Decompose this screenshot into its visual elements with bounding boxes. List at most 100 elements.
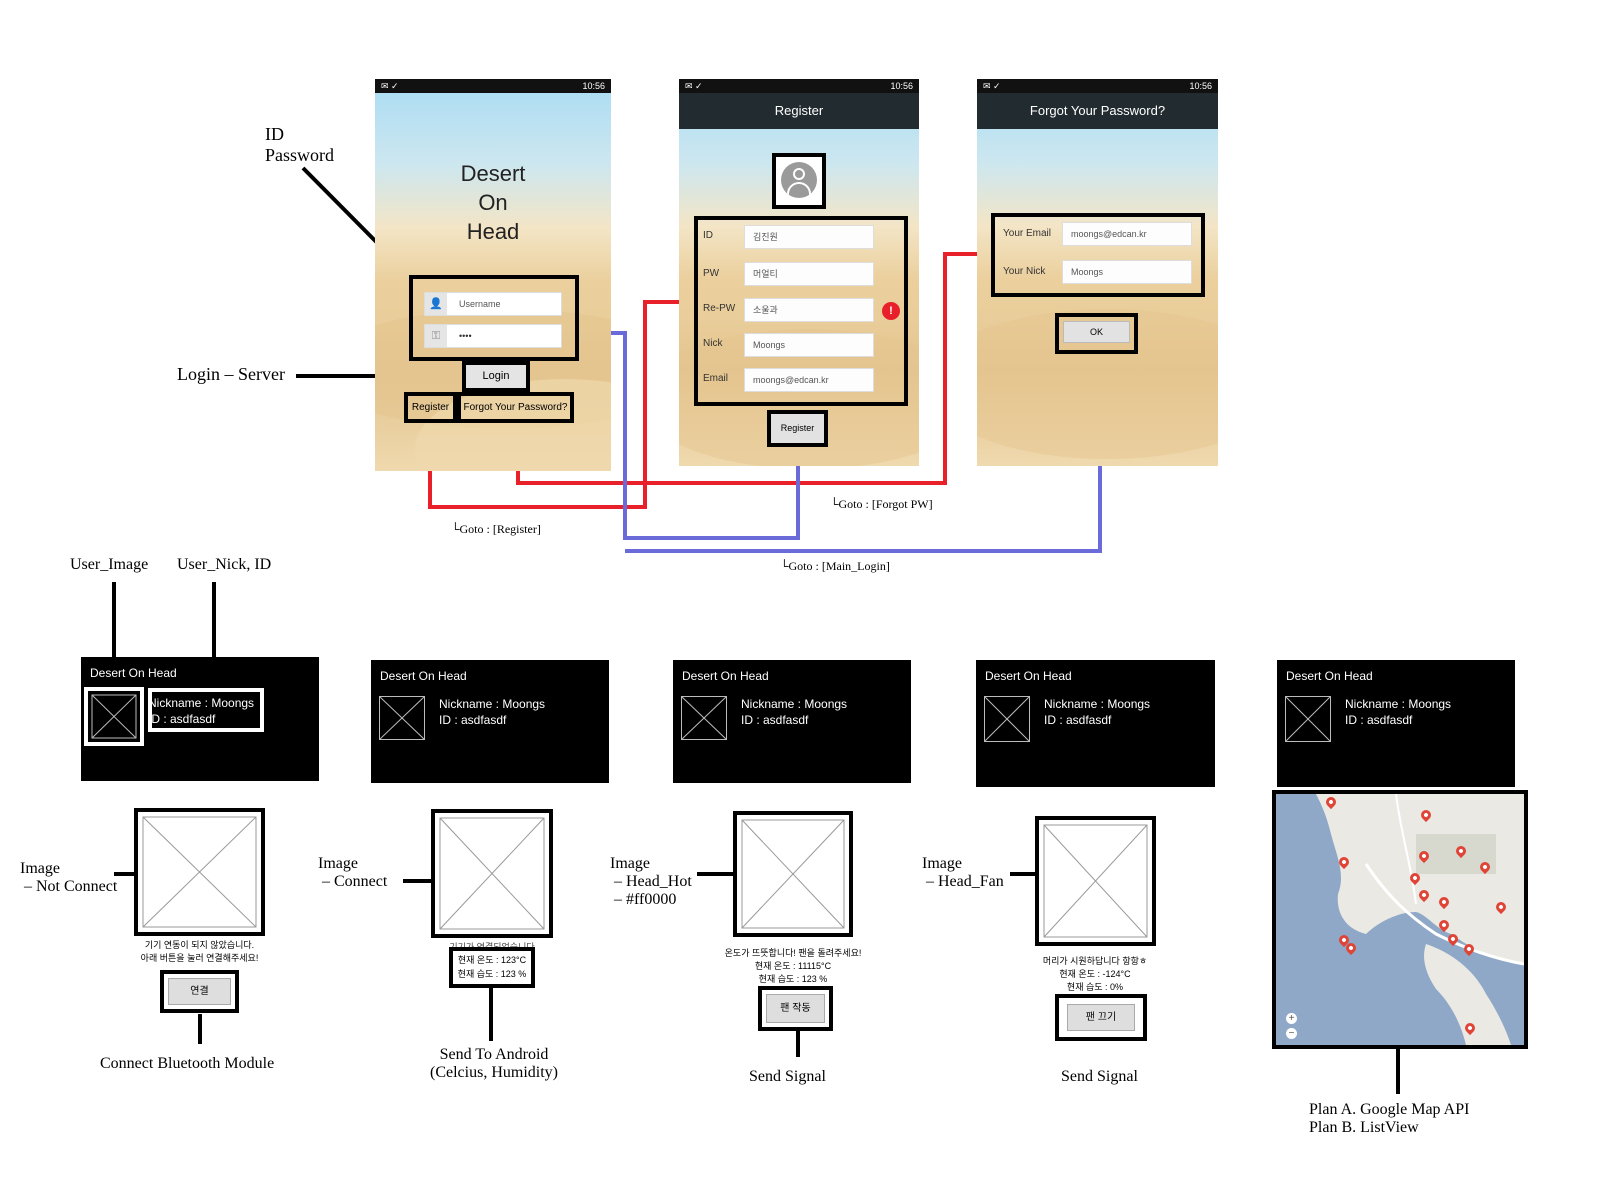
device-image-placeholder	[439, 817, 545, 930]
user-image-placeholder	[984, 696, 1030, 742]
user-image-highlight	[84, 687, 144, 746]
notification-icons: ✉ ✓	[381, 81, 399, 91]
hot-message: 온도가 뜨뜻합니다! 팬을 돌려주세요!	[724, 948, 862, 958]
nick-input[interactable]: Moongs	[744, 333, 874, 357]
device-image-frame	[1035, 816, 1156, 946]
app-title: Desert On Head	[682, 669, 769, 683]
connect-button[interactable]: 연결	[160, 970, 239, 1013]
forgot-password-link[interactable]: Forgot Your Password?	[457, 392, 574, 423]
zoom-in-button[interactable]: +	[1286, 1013, 1297, 1024]
map-road	[1364, 863, 1524, 966]
password-input[interactable]: ⚿ ••••	[424, 324, 562, 348]
label-image-not-connect: Image – Not Connect	[20, 860, 118, 895]
user-image-placeholder	[1285, 696, 1331, 742]
app-title: Desert On Head	[460, 161, 526, 244]
annotation-id-password: ID Password	[265, 124, 335, 165]
user-image-placeholder	[379, 696, 425, 740]
error-icon: !	[882, 302, 900, 320]
nickname-text: Nickname : Moongs	[148, 696, 255, 710]
user-image-placeholder	[91, 694, 137, 739]
user-info: Nickname : Moongs ID : asdfasdf	[741, 696, 847, 728]
ok-button-label: OK	[1063, 321, 1130, 343]
user-icon: 👤	[425, 293, 447, 315]
device-image-placeholder	[741, 819, 845, 929]
app-title: Desert On Head	[1286, 669, 1373, 683]
id-text: ID : asdfasdf	[1044, 713, 1112, 727]
username-input[interactable]: 👤 Username	[424, 292, 562, 316]
label-image-head-fan: Image – Head_Fan	[922, 855, 1004, 890]
id-input[interactable]: 김진원	[744, 225, 874, 249]
main-header-5: Desert On Head Nickname : Moongs ID : asd…	[1277, 660, 1515, 787]
label-image-head-hot: Image – Head_Hot – #ff0000	[610, 855, 692, 908]
link-goto-register	[428, 300, 695, 509]
email-input[interactable]: moongs@edcan.kr	[744, 368, 874, 392]
your-nick-label: Your Nick	[1003, 266, 1046, 277]
login-button[interactable]: Login	[462, 361, 530, 392]
notification-icons: ✉ ✓	[983, 81, 1001, 91]
cool-message: 머리가 시원하답니다 항항ㅎ	[1042, 956, 1148, 966]
id-text: ID : asdfasdf	[1345, 713, 1413, 727]
register-title: Register	[679, 93, 919, 129]
register-submit-button[interactable]: Register	[767, 410, 828, 447]
avatar-frame[interactable]	[772, 153, 826, 209]
ok-button[interactable]: OK	[1055, 313, 1138, 354]
map-canvas	[1276, 794, 1524, 1045]
app-title: Desert On Head	[90, 666, 177, 680]
humidity-text: 현재 습도 : 123 %	[758, 974, 828, 984]
device-image-frame	[733, 811, 853, 937]
user-info: Nickname : Moongs ID : asdfasdf	[1345, 696, 1451, 728]
app-title: Desert On Head	[985, 669, 1072, 683]
label-user-image: User_Image	[70, 556, 149, 573]
sensor-readout: 현재 온도 : 123°C 현재 습도 : 123 %	[449, 947, 535, 988]
humidity-text: 현재 습도 : 0%	[1066, 982, 1124, 992]
annotation-login-server: Login – Server	[177, 364, 285, 384]
your-nick-input[interactable]: Moongs	[1062, 260, 1192, 284]
map-road	[1395, 794, 1417, 905]
map-view[interactable]: + −	[1272, 790, 1528, 1049]
fan-on-button-label: 팬 작동	[766, 994, 825, 1023]
re-pw-label: Re-PW	[703, 303, 736, 314]
label-send-signal-2: Send Signal	[1061, 1068, 1138, 1085]
not-connected-message: 기기 연동이 되지 않았습니다. 아래 버튼을 눌러 연결해주세요!	[140, 940, 259, 963]
temperature-text: 현재 온도 : 123°C	[457, 955, 527, 965]
device-image-placeholder	[1043, 824, 1148, 938]
nickname-text: Nickname : Moongs	[1345, 697, 1452, 711]
status-bar: ✉ ✓ 10:56	[679, 79, 919, 93]
app-title: Desert On Head	[380, 669, 467, 683]
nickname-text: Nickname : Moongs	[439, 697, 546, 711]
password-value: ••••	[459, 331, 472, 341]
your-email-label: Your Email	[1003, 228, 1051, 239]
fan-off-button[interactable]: 팬 끄기	[1055, 994, 1147, 1041]
device-image-frame	[431, 809, 553, 938]
main-header-3: Desert On Head Nickname : Moongs ID : asd…	[673, 660, 911, 783]
user-info-highlight: Nickname : Moongs ID : asdfasdf	[148, 688, 264, 732]
status-time: 10:56	[1189, 81, 1212, 91]
map-land-south	[1424, 944, 1511, 1045]
key-icon: ⚿	[425, 325, 447, 347]
zoom-out-button[interactable]: −	[1286, 1028, 1297, 1039]
id-label: ID	[703, 230, 713, 241]
label-plans: Plan A. Google Map API Plan B. ListView	[1309, 1101, 1470, 1136]
username-placeholder: Username	[459, 299, 501, 309]
pw-label: PW	[703, 268, 720, 279]
highlight-credentials	[409, 275, 579, 361]
temperature-text: 현재 온도 : -124°C	[1059, 969, 1131, 979]
re-pw-input[interactable]: 소울과	[744, 298, 874, 322]
your-email-input[interactable]: moongs@edcan.kr	[1062, 222, 1192, 246]
nickname-text: Nickname : Moongs	[741, 697, 848, 711]
pw-input[interactable]: 머얼티	[744, 262, 874, 286]
register-link[interactable]: Register	[404, 392, 457, 423]
status-bar: ✉ ✓ 10:56	[977, 79, 1218, 93]
highlight-register-form	[694, 216, 908, 406]
device-image-frame	[134, 808, 265, 936]
fan-on-button[interactable]: 팬 작동	[758, 986, 833, 1031]
nick-label: Nick	[703, 338, 723, 349]
annotation-goto-main: └Goto : [Main_Login]	[780, 559, 890, 573]
status-time: 10:56	[890, 81, 913, 91]
user-image-placeholder	[681, 696, 727, 740]
id-text: ID : asdfasdf	[741, 713, 809, 727]
label-send-signal-1: Send Signal	[749, 1068, 826, 1085]
